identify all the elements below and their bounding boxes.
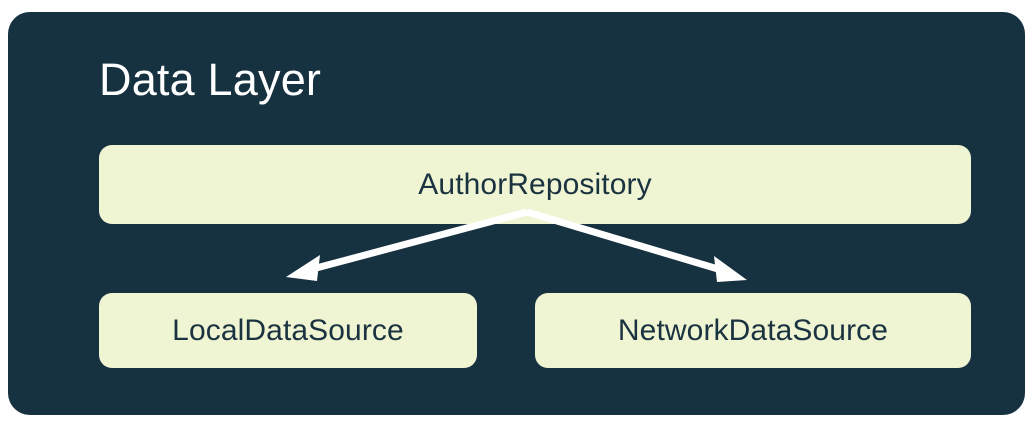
- node-author-repository[interactable]: AuthorRepository: [99, 145, 971, 224]
- data-layer-container: Data Layer AuthorRepository LocalDataSou…: [8, 12, 1025, 415]
- node-local-data-source[interactable]: LocalDataSource: [99, 293, 477, 368]
- node-network-data-source-label: NetworkDataSource: [617, 313, 889, 347]
- node-network-data-source[interactable]: NetworkDataSource: [535, 293, 971, 368]
- node-author-repository-label: AuthorRepository: [418, 167, 652, 201]
- page-title: Data Layer: [99, 54, 322, 105]
- node-local-data-source-label: LocalDataSource: [172, 313, 404, 347]
